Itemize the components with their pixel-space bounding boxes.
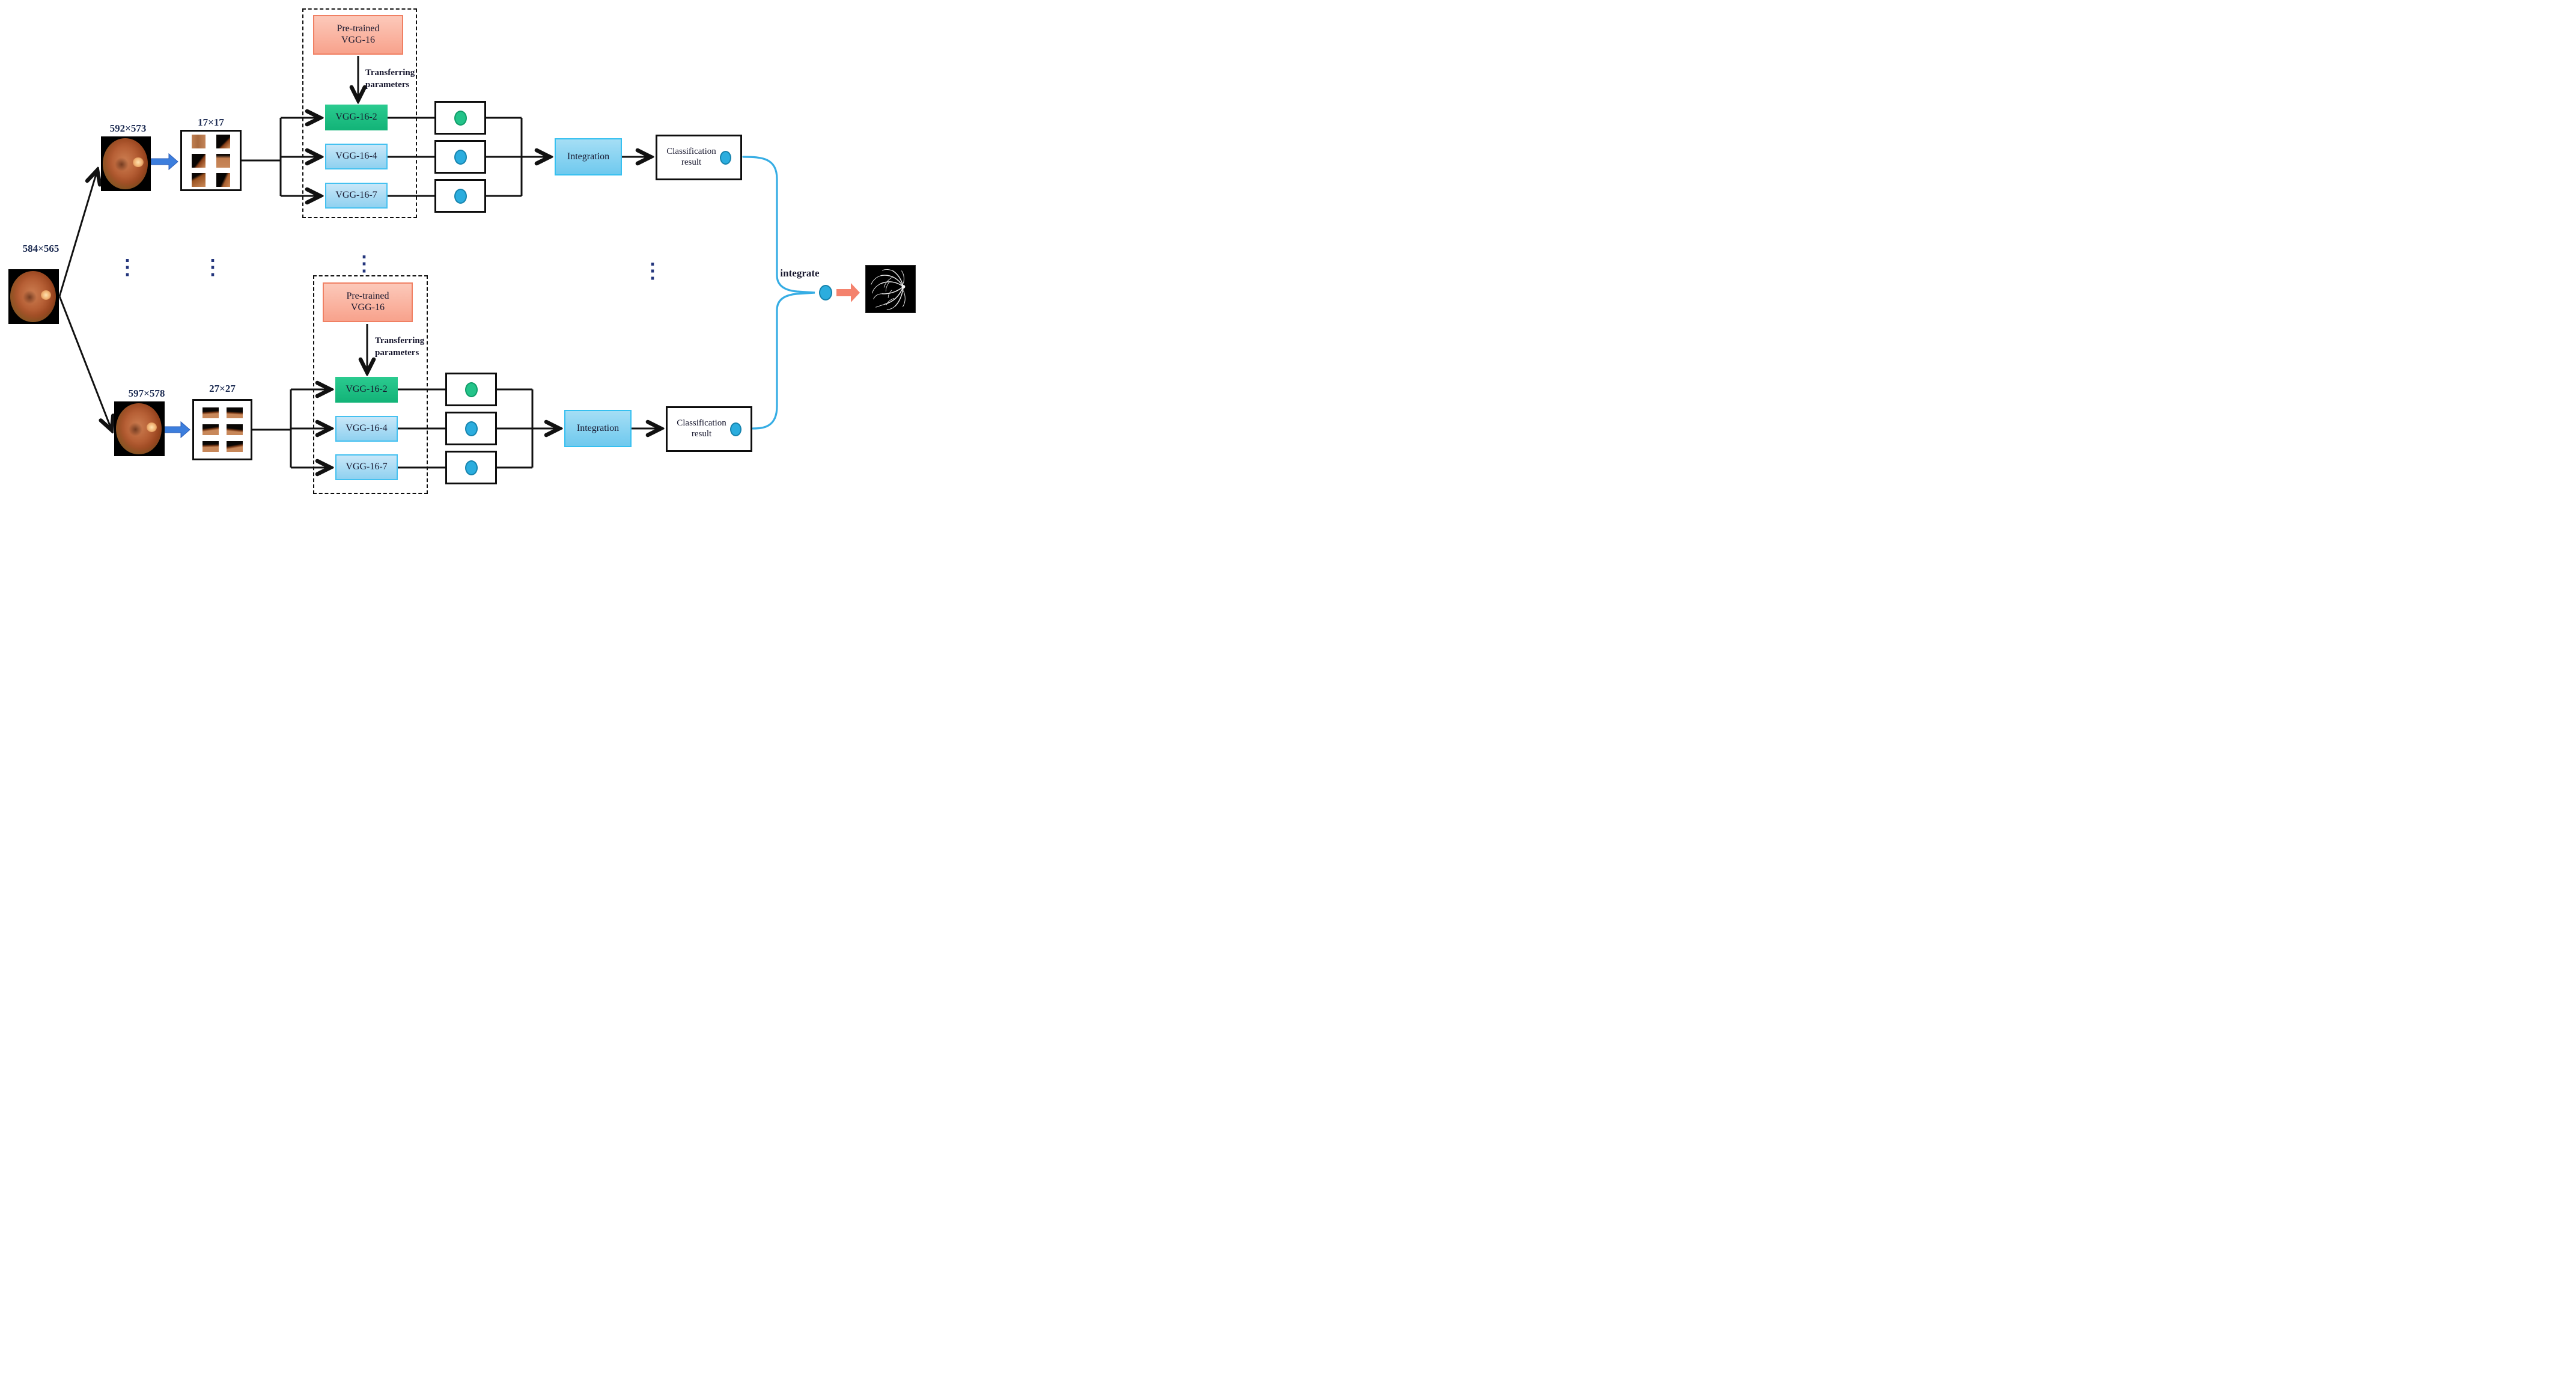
macula-graphic	[128, 422, 143, 437]
optic-disc-graphic	[133, 157, 144, 167]
input-fundus-image	[8, 269, 59, 324]
image-patch	[192, 153, 206, 168]
top-classification-box: Classification result	[656, 135, 742, 180]
image-patch	[202, 441, 219, 452]
blue-result-circle-icon	[719, 150, 731, 165]
image-patch	[192, 172, 206, 187]
vertical-ellipsis-icon: ⋮	[202, 257, 223, 279]
bottom-pretrained-label: Pre-trained VGG-16	[346, 291, 389, 312]
top-feature-box-1	[434, 101, 486, 135]
bottom-classification-box: Classification result	[666, 406, 752, 452]
top-vgg-16-2-label: VGG-16-2	[335, 112, 377, 123]
bottom-classification-label: Classification result	[677, 418, 726, 439]
bottom-feature-box-2	[445, 412, 497, 445]
top-pretrained-label: Pre-trained VGG-16	[336, 23, 380, 45]
top-blue-arrow-icon	[150, 153, 178, 171]
image-patch	[192, 134, 206, 148]
image-patch	[226, 407, 243, 418]
optic-disc-graphic	[40, 290, 52, 300]
bottom-feature-box-1	[445, 373, 497, 406]
blue-feature-circle-icon	[454, 188, 467, 204]
vertical-ellipsis-icon: ⋮	[354, 253, 374, 275]
bottom-patch-size-label: 27×27	[209, 383, 236, 394]
top-vgg-16-4-label: VGG-16-4	[335, 151, 377, 162]
bottom-integration-box: Integration	[564, 410, 632, 447]
bottom-vgg-16-4-box: VGG-16-4	[335, 416, 398, 442]
image-patch	[216, 172, 230, 187]
top-vgg-16-7-box: VGG-16-7	[325, 183, 388, 209]
bottom-feature-box-3	[445, 451, 497, 484]
blue-result-circle-icon	[729, 422, 741, 436]
bottom-pretrained-box: Pre-trained VGG-16	[323, 282, 413, 322]
macula-graphic	[115, 157, 129, 172]
top-vgg-16-4-box: VGG-16-4	[325, 144, 388, 169]
macula-graphic	[22, 290, 37, 305]
bottom-vgg-16-7-label: VGG-16-7	[346, 462, 388, 472]
top-patch-size-label: 17×17	[198, 117, 224, 128]
image-patch	[226, 424, 243, 435]
top-feature-box-3	[434, 179, 486, 213]
connector-lines-layer	[58, 56, 860, 501]
blue-feature-circle-icon	[454, 149, 467, 165]
top-integration-box: Integration	[555, 138, 622, 175]
bottom-vgg-16-4-label: VGG-16-4	[346, 423, 388, 434]
image-patch	[226, 441, 243, 452]
top-pretrained-box: Pre-trained VGG-16	[313, 15, 403, 55]
top-integration-label: Integration	[567, 151, 610, 162]
image-patch	[202, 407, 219, 418]
bottom-resized-size-label: 597×578	[128, 388, 165, 399]
vertical-ellipsis-icon: ⋮	[642, 260, 663, 282]
top-vgg-16-2-box: VGG-16-2	[325, 105, 388, 130]
top-classification-label: Classification result	[666, 147, 716, 167]
vessel-segmentation-image	[865, 265, 916, 313]
integrate-label: integrate	[780, 267, 820, 279]
image-patch	[202, 424, 219, 435]
bottom-vgg-16-2-label: VGG-16-2	[346, 384, 388, 395]
top-resized-fundus-image	[101, 136, 151, 191]
final-output-arrow-icon	[836, 283, 860, 302]
bottom-vgg-16-2-box: VGG-16-2	[335, 377, 398, 403]
top-feature-box-2	[434, 140, 486, 174]
bottom-patch-grid	[192, 399, 252, 460]
integrate-circle-icon	[819, 285, 832, 300]
bottom-vgg-16-7-box: VGG-16-7	[335, 454, 398, 480]
blue-feature-circle-icon	[464, 460, 478, 475]
bottom-transfer-label: Transferring parameters	[375, 336, 425, 358]
optic-disc-graphic	[146, 422, 157, 432]
top-transfer-label: Transferring parameters	[365, 68, 415, 90]
vertical-ellipsis-icon: ⋮	[117, 257, 138, 279]
bottom-blue-arrow-icon	[162, 421, 190, 439]
green-feature-circle-icon	[454, 110, 467, 126]
branch-arrow-to-bottom-image	[58, 296, 112, 430]
blue-feature-circle-icon	[464, 421, 478, 436]
image-patch	[216, 153, 230, 168]
bottom-transfer-dashed-box	[313, 275, 428, 494]
image-patch	[216, 134, 230, 148]
vessel-tree-graphic	[871, 269, 906, 310]
integration-brace	[742, 156, 815, 430]
top-vgg-16-7-label: VGG-16-7	[335, 190, 377, 201]
branch-arrow-to-top-image	[58, 170, 97, 297]
vgg16-transfer-learning-diagram: 584×565 592×573 17×17 Pre-trained VGG-16…	[0, 0, 928, 501]
top-resized-size-label: 592×573	[109, 123, 147, 134]
input-size-label: 584×565	[22, 243, 59, 254]
top-transfer-dashed-box	[302, 8, 417, 218]
bottom-integration-label: Integration	[576, 422, 620, 433]
top-patch-grid	[180, 130, 242, 191]
bottom-resized-fundus-image	[114, 401, 165, 456]
green-feature-circle-icon	[464, 382, 478, 397]
